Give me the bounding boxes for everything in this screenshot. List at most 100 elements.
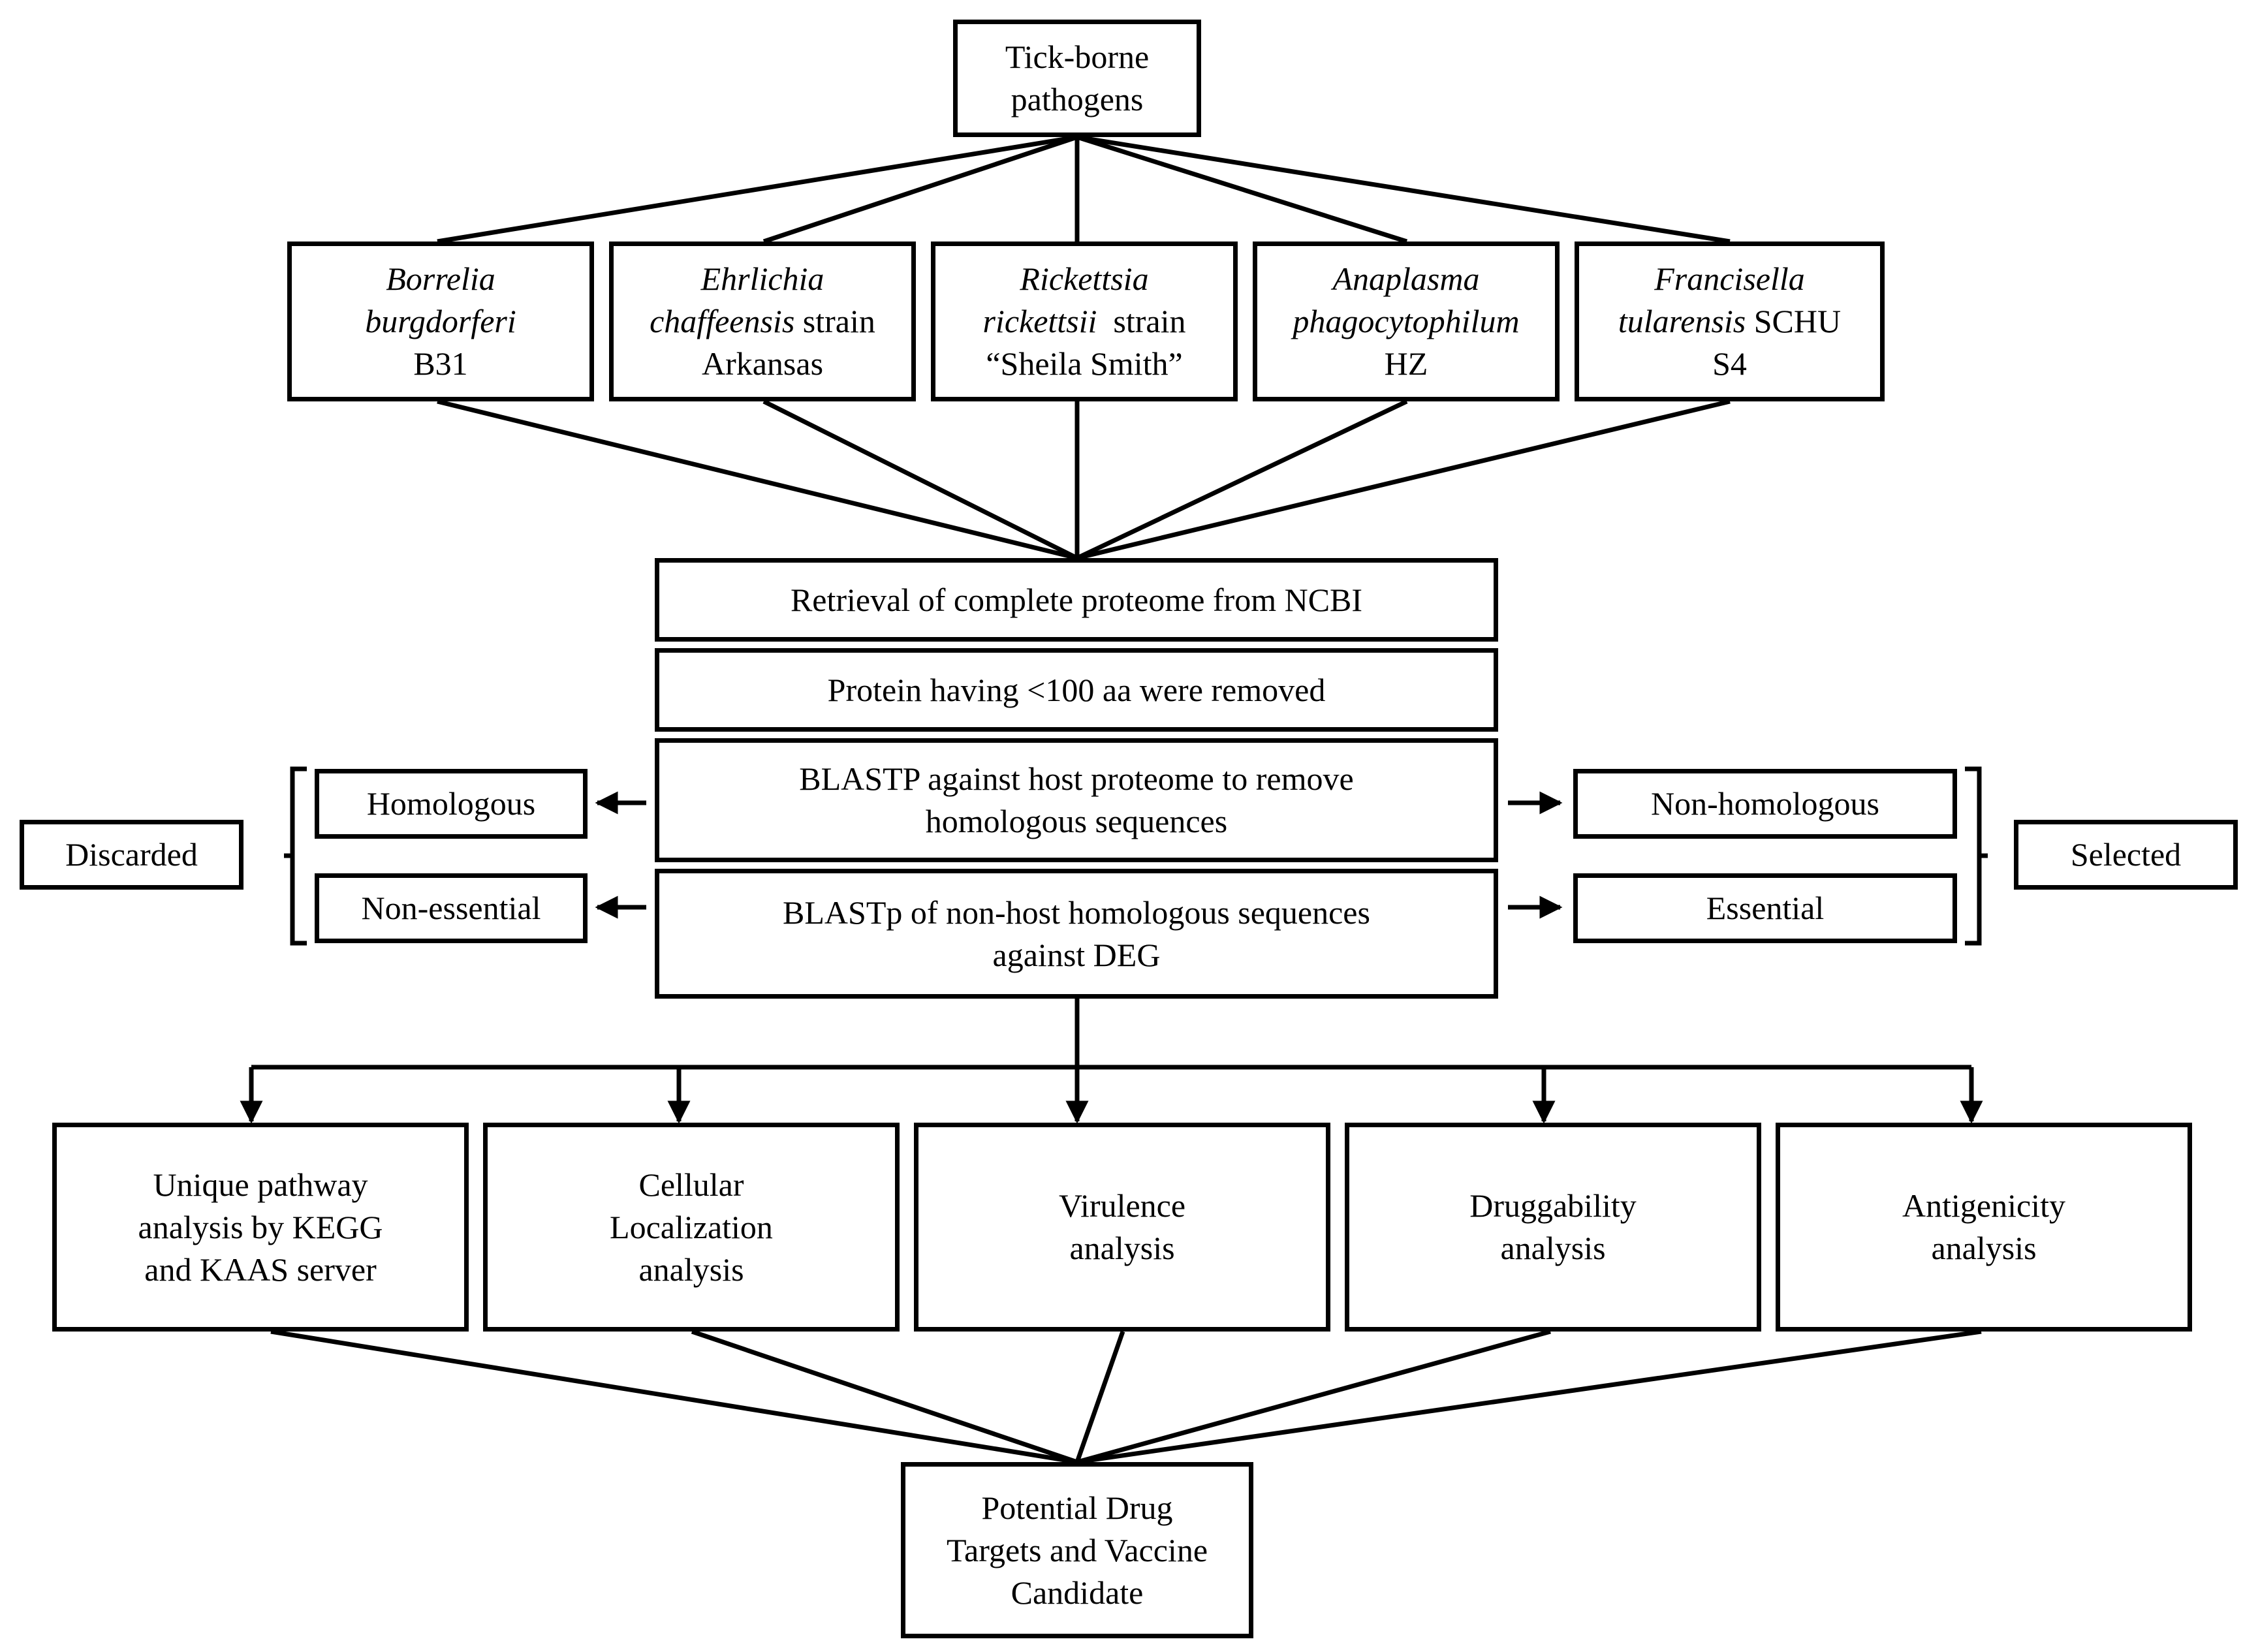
edge-pathogen-1-retrieval [437, 399, 1078, 561]
node-text-line: Discarded [65, 836, 198, 873]
node-text-line: BLASTp of non-host homologous sequences [783, 894, 1370, 931]
strain-text: Arkansas [701, 345, 824, 382]
edge-pathogen-2-retrieval [762, 399, 1078, 561]
strain-text: S4 [1712, 345, 1747, 382]
edge-pathogen-4-retrieval [1076, 399, 1408, 561]
edge-analysis-4-result [1076, 1329, 1551, 1465]
node-text-line: analysis [638, 1251, 744, 1288]
node-text-line: Virulence [1058, 1187, 1186, 1224]
node-blastp-host: BLASTP against host proteome to remove h… [655, 738, 1498, 862]
node-text-line: burgdorferi [365, 300, 516, 343]
node-text-line: Borrelia [386, 258, 495, 300]
edge-pathogen-5-retrieval [1076, 399, 1731, 561]
strain-text: “Sheila Smith” [986, 345, 1183, 382]
node-text-line: Rickettsia [1020, 258, 1148, 300]
node-text-line: Retrieval of complete proteome from NCBI [790, 581, 1363, 618]
species-name-text: Francisella [1654, 260, 1805, 297]
node-text-line: tularensis SCHU [1618, 300, 1841, 343]
node-text-line: analysis [1069, 1230, 1175, 1266]
node-text-line: Essential [1706, 890, 1825, 926]
node-text-line: and KAAS server [144, 1251, 377, 1288]
node-text-line: S4 [1712, 343, 1747, 385]
node-text-line: Localization [610, 1208, 773, 1245]
node-text-line: Druggability [1469, 1187, 1637, 1224]
strain-text: SCHU [1746, 303, 1842, 339]
node-text-line: Tick-borne [1005, 39, 1150, 75]
node-text-line: Cellular [638, 1166, 744, 1203]
node-blastp-deg: BLASTp of non-host homologous sequences … [655, 869, 1498, 999]
node-text-line: pathogens [1011, 81, 1144, 117]
species-name-text: phagocytophilum [1293, 303, 1520, 339]
edge-analysis-2-result [691, 1329, 1078, 1465]
node-text-line: analysis [1500, 1230, 1606, 1266]
node-text-line: chaffeensis strain [650, 300, 875, 343]
node-text-line: against DEG [992, 936, 1161, 973]
node-non-homologous: Non-homologous [1573, 769, 1957, 839]
node-selected: Selected [2014, 820, 2238, 890]
species-name-text: Anaplasma [1332, 260, 1480, 297]
edge-root-pathogen-1 [437, 134, 1078, 244]
node-text-line: Francisella [1654, 258, 1805, 300]
node-text-line: Non-essential [361, 890, 541, 926]
species-name-text: Borrelia [386, 260, 495, 297]
node-virulence-analysis: Virulence analysis [914, 1123, 1330, 1332]
node-text-line: phagocytophilum [1293, 300, 1519, 343]
edge-analysis-1-result [270, 1329, 1078, 1465]
node-discarded: Discarded [20, 820, 243, 890]
node-text-line: Potential Drug [981, 1489, 1173, 1526]
strain-text: strain [794, 303, 875, 339]
node-text-line: BLASTP against host proteome to remove [799, 760, 1354, 797]
node-tick-borne-pathogens: Tick-borne pathogens [953, 20, 1201, 137]
discard-bracket [290, 766, 307, 946]
node-text-line: Anaplasma [1333, 258, 1480, 300]
node-text-line: Antigenicity [1902, 1187, 2065, 1224]
node-text-line: homologous sequences [925, 803, 1228, 839]
node-text-line: Arkansas [702, 343, 823, 385]
node-essential: Essential [1573, 873, 1957, 943]
node-cellular-localization-analysis: Cellular Localization analysis [483, 1123, 900, 1332]
species-name-text: tularensis [1618, 303, 1746, 339]
node-text-line: Protein having <100 aa were removed [827, 671, 1326, 708]
node-remove-short-proteins: Protein having <100 aa were removed [655, 648, 1498, 732]
species-name-text: chaffeensis [650, 303, 795, 339]
node-druggability-analysis: Druggability analysis [1345, 1123, 1761, 1332]
species-name-text: Ehrlichia [700, 260, 824, 297]
node-antigenicity-analysis: Antigenicity analysis [1776, 1123, 2192, 1332]
node-homologous: Homologous [315, 769, 588, 839]
species-name-text: Rickettsia [1020, 260, 1149, 297]
strain-text: B31 [413, 345, 468, 382]
node-text-line: analysis [1931, 1230, 2037, 1266]
node-text-line: Selected [2070, 836, 2182, 873]
node-text-line: Unique pathway [153, 1166, 368, 1203]
node-text-line: Candidate [1011, 1574, 1144, 1611]
node-text-line: Homologous [366, 785, 536, 822]
node-unique-pathway-analysis: Unique pathway analysis by KEGG and KAAS… [52, 1123, 469, 1332]
edge-analysis-5-result [1076, 1329, 1982, 1465]
edge-root-pathogen-5 [1076, 134, 1731, 244]
node-potential-drug-targets: Potential Drug Targets and Vaccine Candi… [901, 1462, 1253, 1638]
node-text-line: “Sheila Smith” [986, 343, 1182, 385]
edge-root-pathogen-2 [762, 134, 1078, 244]
edge-root-pathogen-4 [1076, 134, 1408, 244]
node-text-line: Ehrlichia [701, 258, 824, 300]
edge-analysis-3-result [1074, 1330, 1125, 1463]
node-non-essential: Non-essential [315, 873, 588, 943]
strain-text: HZ [1384, 345, 1428, 382]
node-text-line: HZ [1385, 343, 1428, 385]
species-name-text: burgdorferi [365, 303, 516, 339]
node-text-line: analysis by KEGG [138, 1208, 383, 1245]
node-text-line: Targets and Vaccine [946, 1531, 1208, 1568]
node-text-line: B31 [413, 343, 467, 385]
species-name-text: rickettsii [982, 303, 1097, 339]
node-text-line: rickettsii strain [982, 300, 1185, 343]
node-text-line: Non-homologous [1651, 785, 1879, 822]
strain-text: strain [1097, 303, 1186, 339]
node-retrieval-proteome: Retrieval of complete proteome from NCBI [655, 558, 1498, 642]
select-bracket [1965, 766, 1982, 946]
